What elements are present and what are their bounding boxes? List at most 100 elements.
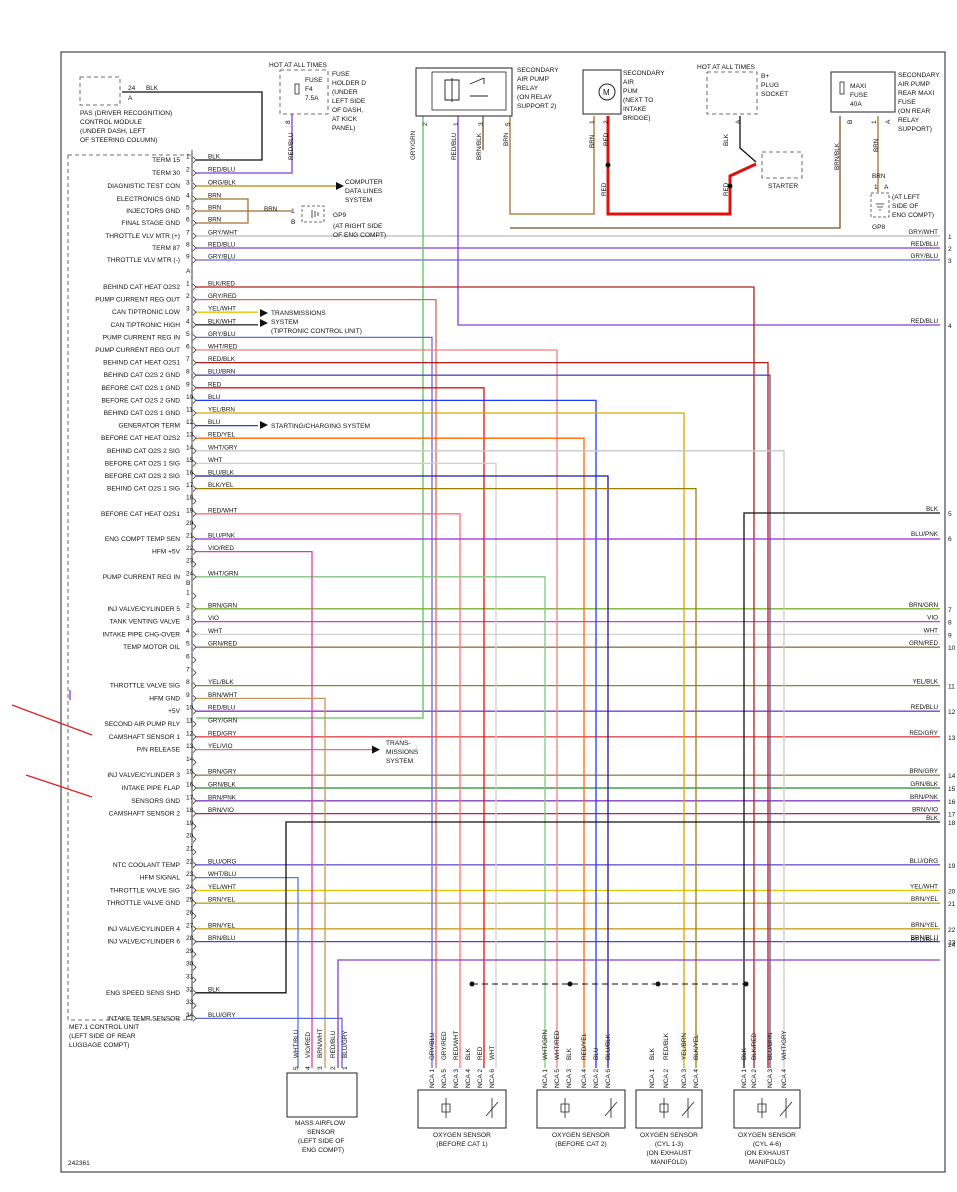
ecu-pin-terminal — [192, 682, 197, 689]
right-exit-number: 2 — [948, 246, 952, 253]
ecu-pin-terminal — [192, 195, 197, 203]
pas-label-3: (UNDER DASH, LEFT — [80, 128, 146, 135]
maxi-inner-1: MAXI — [850, 83, 866, 90]
ecu-pin-terminal — [192, 823, 197, 830]
fuse-label-3: (UNDER — [332, 89, 358, 96]
ecu-pin-number: 22 — [186, 545, 194, 552]
fuse-wire-label: RED/BLU — [288, 132, 295, 160]
ecu-wire-label: RED/WHT — [208, 507, 238, 514]
ecu-pin-number: 14 — [186, 444, 194, 451]
ecu-pin-number: 32 — [186, 986, 194, 993]
wire — [196, 437, 585, 1068]
o2-wire-label: WHT — [489, 1046, 496, 1060]
wire — [743, 512, 940, 1068]
wire — [196, 114, 293, 174]
wire — [196, 550, 313, 1068]
computer-dest-3: SYSTEM — [345, 197, 372, 204]
ecu-pin-terminal — [192, 784, 197, 792]
ecu-pin-number: 14 — [186, 756, 194, 763]
ecu-wire-label: RED/YEL — [208, 432, 235, 439]
ecu-pin-name: THROTTLE VLV MTR (+) — [105, 233, 180, 240]
relay-label-3: RELAY — [517, 85, 539, 92]
ecu-pin-terminal — [192, 695, 197, 702]
relay-wire-3: BRN/BLK — [476, 132, 483, 160]
ecu-pin-terminal — [192, 346, 197, 354]
ecu-pin-number: 2 — [186, 293, 190, 300]
ecu-wire-label: RED/BLU — [208, 705, 236, 712]
wire — [196, 487, 697, 1068]
ecu-pin-name: GENERATOR TERM — [118, 423, 180, 430]
ecu-pin-number: 11 — [186, 407, 193, 414]
ecu-pin-terminal — [192, 472, 197, 480]
ecu-pin-number: 19 — [186, 507, 194, 514]
ecu-pin-name: INTAKE PIPE CHG-OVER — [102, 631, 180, 638]
relay-pin-2: 2 — [422, 122, 429, 126]
ecu-pin-number: 9 — [186, 381, 190, 388]
pump-label-3: PUM — [623, 88, 638, 95]
ecu-wire-label: VIO/RED — [208, 545, 234, 552]
maf-wire-label: WHT/BLU — [293, 1029, 300, 1058]
fuse-holder-d: HOT AT ALL TIMES FUSE F4 7.5A FUSE HOLDE… — [269, 62, 366, 160]
socket-wire-2: RED — [723, 182, 730, 196]
splice-dot — [727, 183, 733, 189]
ecu-pin-name: INJECTORS GND — [126, 208, 180, 215]
ecu-pin-terminal — [192, 244, 197, 252]
right-exit-wire-label: WHT — [924, 627, 938, 634]
splice-dot — [469, 981, 475, 987]
o2-sensor-label: OXYGEN SENSOR — [552, 1132, 610, 1139]
right-exit-wire-label: BLU/PNK — [911, 531, 939, 538]
pas-label-1: PAS (DRIVER RECOGNITION) — [80, 110, 172, 117]
ecu-wire-label: BLK — [208, 154, 221, 161]
ecu-pin-number: 7 — [186, 666, 190, 673]
ecu-pin-name: NTC COOLANT TEMP — [113, 862, 181, 869]
ecu-pin-number: 6 — [186, 654, 190, 661]
ecu-pin-number: 34 — [186, 1012, 194, 1019]
maf-label-2: SENSOR — [307, 1129, 335, 1136]
connector-letter-a: A — [186, 268, 191, 275]
maf-pin: 4 — [305, 1066, 312, 1070]
splice-dot — [567, 981, 573, 987]
ecu-pin-number: 13 — [186, 432, 194, 439]
maf-wire-label: BRN/WHT — [317, 1028, 324, 1058]
socket-label-3: SOCKET — [761, 91, 788, 98]
ecu-pin-name: PUMP CURRENT REG IN — [103, 334, 181, 341]
ecu-pin-name: CAMSHAFT SENSOR 1 — [109, 734, 181, 741]
ecu-pin-number: 1 — [186, 154, 190, 161]
wire — [122, 91, 263, 161]
pas-label-2: CONTROL MODULE — [80, 119, 143, 126]
arrow-icon — [260, 309, 268, 327]
ecu-pin-terminal — [192, 460, 197, 467]
trans2-dest-2: MISSIONS — [386, 749, 419, 756]
trans1-dest-1: TRANSMISSIONS — [271, 310, 326, 317]
ecu-pin-terminal — [192, 810, 197, 817]
pump-label-5: INTAKE — [623, 106, 647, 113]
ecu-wire-label: RED/GRY — [208, 730, 237, 737]
ecu-pin-terminal — [192, 951, 197, 958]
ecu-wire-label: BRN — [208, 205, 222, 212]
ecu-pin-terminal — [192, 422, 197, 429]
ecu-pin-number: 33 — [186, 999, 194, 1006]
secondary-air-pump-relay: SECONDARY AIR PUMP RELAY (ON RELAY SUPPO… — [410, 67, 559, 160]
ecu-pin-number: 9 — [186, 254, 190, 261]
ecu-pin-number: 6 — [186, 344, 190, 351]
maf-pin: 3 — [317, 1066, 324, 1070]
ecu-pin-terminal — [192, 631, 197, 638]
ecu-pin-terminal — [192, 207, 197, 215]
ecu-pin-terminal — [192, 283, 197, 291]
maxi-label-6: RELAY — [898, 117, 920, 124]
right-exit-wire-label: BRN/VIO — [912, 807, 938, 814]
ecu-pin-terminal — [192, 887, 197, 894]
gp9-label-2: OF ENG COMPT) — [333, 232, 386, 239]
ecu-pin-name: THROTTLE VALVE SIG — [110, 887, 180, 894]
ecu-wire-label: WHT/RED — [208, 344, 238, 351]
ecu-pin-name: INJ VALVE/CYLINDER 6 — [107, 939, 180, 946]
ecu-pin-name: HFM SIGNAL — [140, 875, 181, 882]
wire — [196, 286, 755, 1068]
ecu-pin-number: 7 — [186, 356, 190, 363]
right-exit-number: 12 — [948, 709, 956, 716]
pump-wire-2: RED — [603, 132, 610, 146]
ecu-pin-terminal — [192, 548, 197, 555]
right-exit-number: 11 — [948, 684, 955, 691]
maxi-label-2: AIR PUMP — [898, 81, 930, 88]
relay-wire-2: RED/BLU — [451, 132, 458, 160]
